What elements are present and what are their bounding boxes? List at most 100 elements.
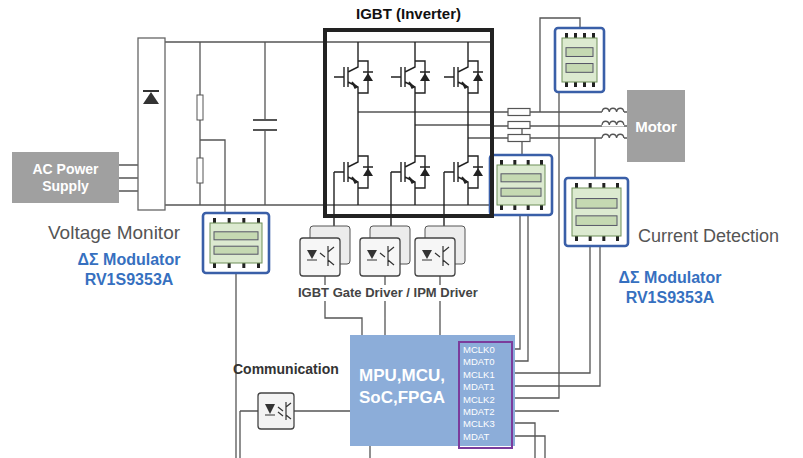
component-outline (300, 238, 340, 276)
component-outline (197, 158, 203, 183)
wire (363, 73, 373, 81)
component-outline (602, 124, 624, 127)
wire (513, 246, 600, 386)
component-outline (592, 33, 595, 38)
wire (422, 250, 432, 259)
component-outline (616, 183, 619, 188)
wire (420, 73, 430, 81)
wire (352, 82, 357, 88)
wire (300, 226, 350, 276)
component-outline (572, 188, 621, 236)
component-outline (500, 160, 503, 165)
igbt-symbols (334, 42, 483, 226)
wire (143, 90, 159, 92)
component-outline (574, 33, 577, 38)
component-outline (203, 213, 269, 273)
component-outline (602, 137, 624, 140)
wire (462, 177, 467, 183)
component-outline (527, 160, 530, 165)
component-outline (527, 205, 530, 210)
node-label: IGBT (Inverter) (327, 5, 490, 22)
wire (265, 402, 291, 420)
wire (334, 55, 373, 99)
component-outline (497, 165, 545, 205)
modulator-icons (203, 28, 628, 273)
component-outline (213, 263, 216, 268)
component-outline (513, 160, 516, 165)
part-number-label: ΔΣ Modulator RV1S9353A (64, 250, 194, 290)
wire (473, 73, 483, 81)
pin-label: MCLK0 (463, 344, 508, 356)
component-outline (500, 205, 503, 210)
component-outline (565, 178, 628, 246)
component-outline (501, 188, 541, 196)
optocoupler-icon (258, 393, 294, 429)
component-outline (602, 236, 605, 241)
annotation-label: Voltage Monitor (48, 221, 180, 245)
wire (409, 177, 414, 183)
wire (422, 246, 449, 266)
pin-label: MDAT0 (463, 356, 508, 368)
pin-label: MDAT1 (463, 381, 508, 393)
node-label: Motor (635, 118, 677, 135)
node-label: AC Power Supply (15, 161, 116, 195)
controller-box: MPU,MCU, SoC,FPGAMCLK0MDAT0MCLK1MDAT1MCL… (350, 335, 515, 446)
component-outline (555, 28, 604, 92)
motor-inductors (602, 108, 624, 139)
component-outline (490, 155, 552, 215)
component-outline (508, 135, 530, 142)
pin-label: MDAT (463, 431, 508, 443)
node-label: MPU,MCU, SoC,FPGA (350, 365, 454, 409)
component-outline (574, 82, 577, 87)
gate-driver-icons (300, 226, 465, 276)
component-outline (258, 393, 294, 429)
wire (513, 215, 528, 361)
component-outline (197, 95, 203, 120)
component-outline (576, 216, 617, 226)
wire (490, 155, 552, 215)
component-outline (415, 238, 455, 276)
component-outline (576, 199, 617, 209)
pin-label: MCLK2 (463, 394, 508, 406)
annotation-label: IGBT Gate Driver / IPM Driver (296, 285, 480, 301)
wires (113, 18, 627, 458)
component-outline (566, 64, 593, 73)
component-outline (589, 183, 592, 188)
component-outline (602, 183, 605, 188)
component-outline (228, 218, 231, 223)
pin-label: MDAT2 (463, 406, 508, 418)
wire (444, 55, 483, 99)
wire (367, 250, 377, 259)
wire (555, 28, 604, 92)
component-outline (210, 223, 262, 263)
component-outline (138, 38, 165, 210)
shunt-resistors (508, 109, 530, 142)
component-outline (589, 236, 592, 241)
component-outline (360, 238, 400, 276)
component-outline (540, 205, 543, 210)
wire (602, 121, 624, 125)
wire (363, 168, 373, 176)
wire (307, 250, 317, 259)
pin-label: MCLK3 (463, 418, 508, 430)
wire (367, 246, 394, 266)
component-outline (257, 263, 260, 268)
component-outline (228, 263, 231, 268)
pin-label: MCLK1 (463, 369, 508, 381)
component-outline (565, 33, 568, 38)
wire (203, 213, 269, 273)
wire (473, 168, 483, 176)
wire (565, 178, 628, 246)
wire (602, 108, 624, 112)
inverter-box: IGBT (Inverter) (323, 28, 494, 218)
component-outline (602, 111, 624, 114)
wire (360, 226, 410, 276)
divider-resistors (197, 95, 203, 183)
component-outline (501, 174, 541, 182)
component-outline (242, 263, 245, 268)
wire (415, 226, 465, 276)
component-outline (213, 218, 216, 223)
wire (391, 150, 430, 194)
wire (334, 150, 373, 194)
